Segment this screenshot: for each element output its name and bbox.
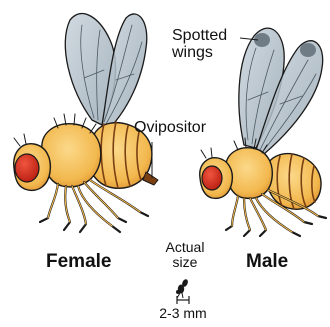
- actual-size-line1: Actual: [160, 240, 210, 255]
- male-thorax: [226, 148, 272, 199]
- male-leg-5: [244, 198, 250, 236]
- scale-label: 2-3 mm: [148, 306, 218, 321]
- spotted-wings-label: Spotted wings: [172, 28, 227, 62]
- actual-size-line2: size: [160, 255, 210, 270]
- female-leg-2: [72, 186, 86, 232]
- female-thorax: [42, 124, 101, 187]
- female-label: Female: [46, 252, 111, 272]
- ovipositor: [143, 172, 158, 185]
- female-leg-1: [40, 184, 58, 222]
- fly-silhouette-icon: [176, 278, 189, 298]
- ovipositor-label: Ovipositor: [134, 120, 206, 137]
- spotted-wings-line2: wings: [172, 45, 227, 62]
- female-eye: [15, 154, 39, 182]
- actual-size-label: Actual size: [160, 240, 210, 269]
- spotted-wings-line1: Spotted: [172, 28, 227, 45]
- male-wing-spot-front: [300, 43, 316, 57]
- male-label: Male: [246, 252, 288, 272]
- male-eye: [202, 166, 222, 190]
